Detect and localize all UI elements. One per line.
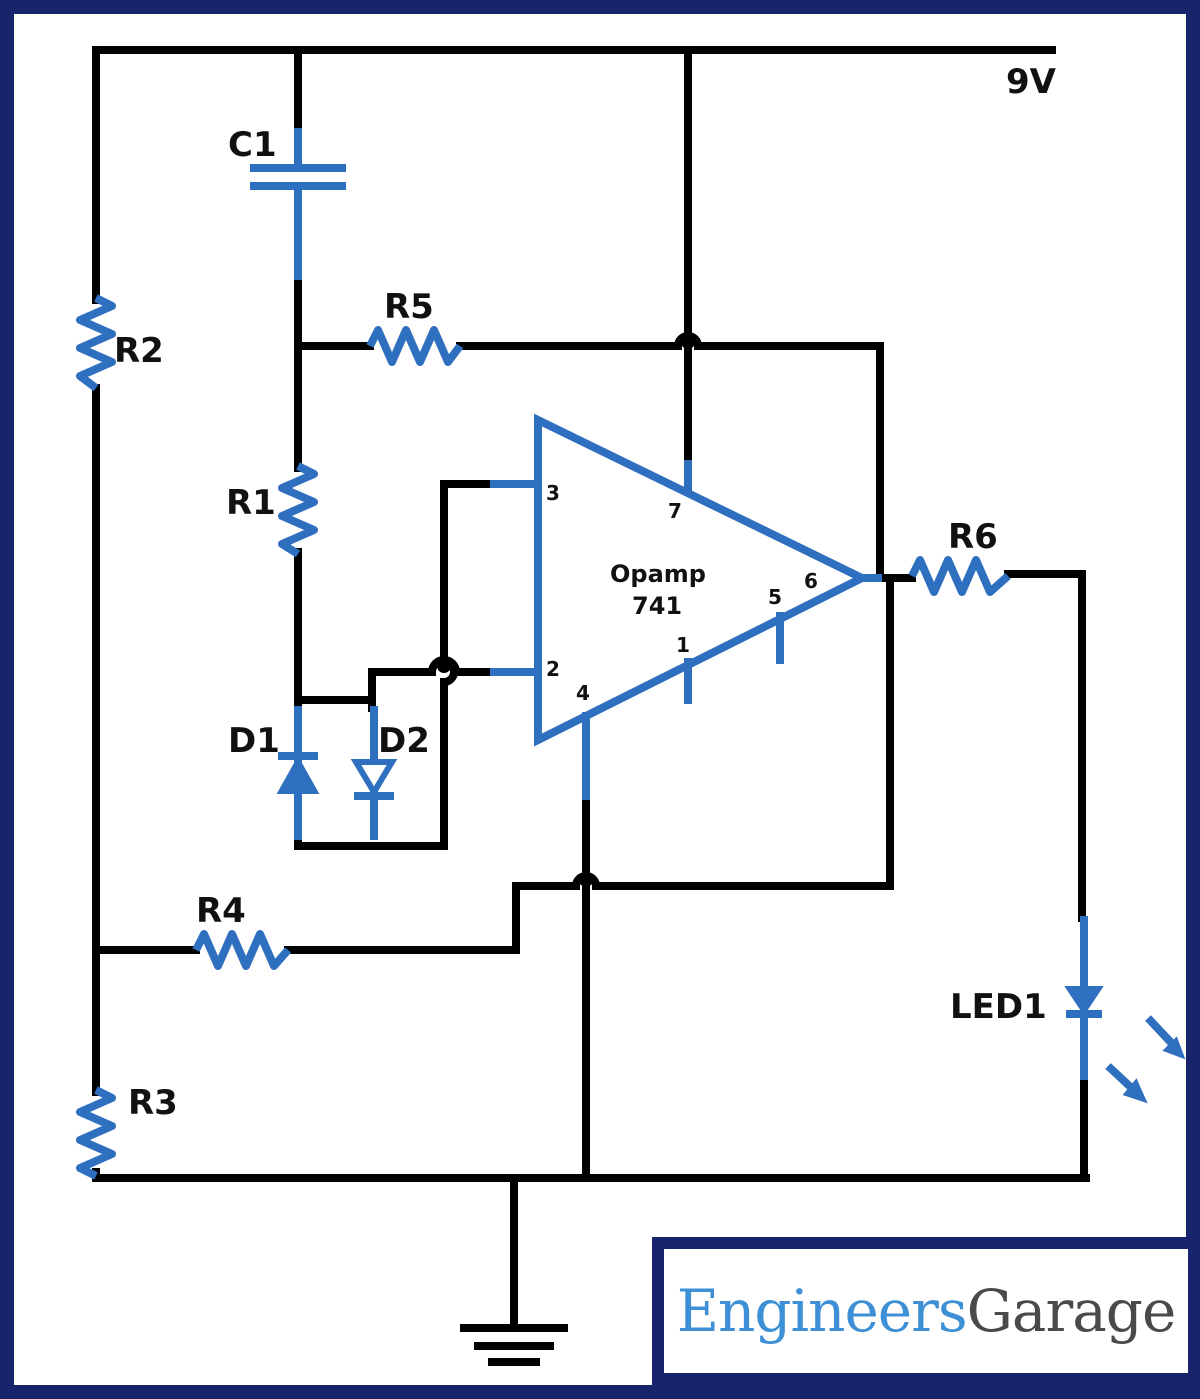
pin-label-1: 1	[676, 633, 690, 657]
opamp-part: 741	[632, 592, 682, 620]
label-c1: C1	[228, 125, 277, 165]
pin-label-5: 5	[768, 585, 782, 609]
label-r5: R5	[384, 287, 434, 327]
pin-label-6: 6	[804, 569, 818, 593]
diode-d2	[350, 706, 398, 840]
brand-logo: EngineersGarage	[652, 1237, 1200, 1385]
junction-dots	[437, 335, 695, 887]
brand-wordmark: EngineersGarage	[676, 1277, 1177, 1345]
r6-right-wire	[1004, 570, 1086, 922]
pin3-wire	[294, 480, 494, 850]
label-led1: LED1	[950, 987, 1047, 1027]
opamp-name: Opamp	[610, 560, 706, 588]
diode-d1	[276, 706, 320, 840]
brand-part-garage: Garage	[966, 1277, 1177, 1345]
wires	[92, 46, 1090, 1330]
resistor-r2	[76, 294, 116, 392]
pin2-wire	[294, 656, 494, 704]
resistor-r4	[192, 930, 292, 970]
label-r1: R1	[226, 483, 276, 523]
label-d1: D1	[228, 721, 280, 761]
label-d2: D2	[378, 721, 430, 761]
label-r6: R6	[948, 517, 998, 557]
ground-symbol	[460, 1324, 568, 1366]
label-r4: R4	[196, 891, 246, 931]
pin-label-2: 2	[546, 657, 560, 681]
pin-label-4: 4	[576, 681, 590, 705]
led-led1	[1064, 916, 1186, 1104]
pin-label-3: 3	[546, 481, 560, 505]
resistor-r1	[278, 462, 318, 558]
capacitor-c1	[250, 128, 346, 280]
resistor-r5	[366, 326, 464, 366]
opamp-symbol	[490, 413, 882, 800]
label-r3: R3	[128, 1083, 178, 1123]
resistor-r3	[76, 1086, 116, 1180]
supply-label: 9V	[1006, 62, 1057, 102]
pin-label-7: 7	[668, 499, 682, 523]
resistor-r6	[908, 556, 1011, 596]
brand-part-engineers: Engineers	[676, 1277, 968, 1345]
label-r2: R2	[114, 331, 164, 371]
